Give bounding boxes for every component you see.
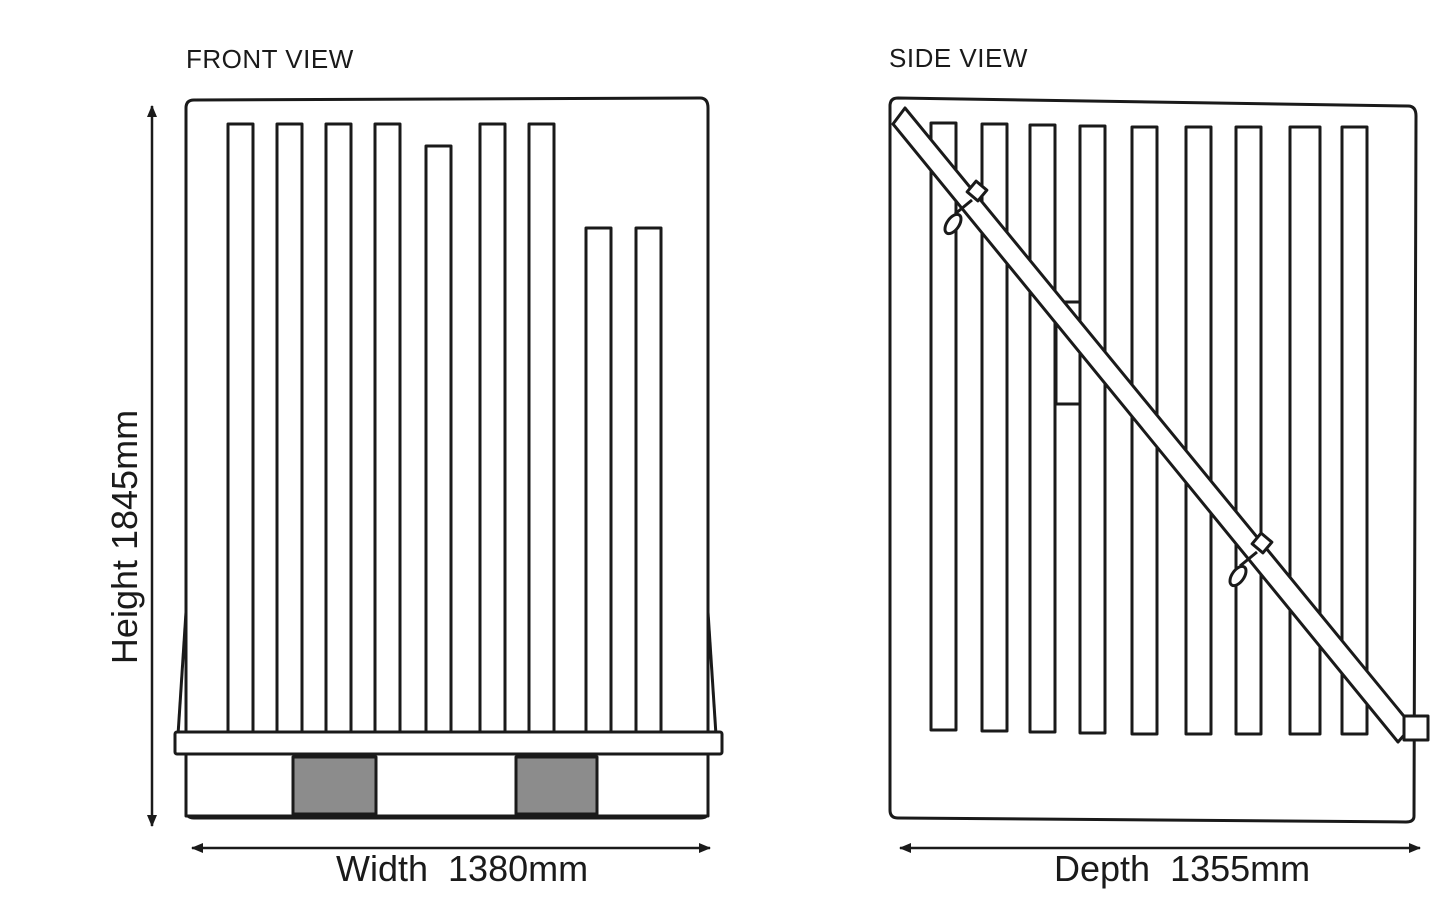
front-pallet-base	[184, 752, 710, 818]
depth-dimension-label: Depth 1355mm	[1054, 848, 1311, 889]
front-view-drawing	[147, 96, 724, 853]
front-slat	[478, 122, 507, 736]
front-slat	[324, 122, 353, 736]
front-slat	[373, 122, 402, 736]
width-dimension-label: Width 1380mm	[336, 848, 589, 889]
side-lower-clamp	[1228, 531, 1274, 588]
front-pallet-block	[291, 755, 378, 816]
front-slat	[226, 122, 255, 736]
side-upper-clamp	[943, 179, 989, 236]
side-slat	[1184, 125, 1213, 736]
side-view-title: SIDE VIEW	[889, 43, 1028, 73]
front-slat	[634, 226, 663, 736]
side-slat	[929, 121, 958, 732]
front-pallet-block	[514, 755, 599, 816]
front-right-strap	[706, 611, 718, 736]
side-slat	[1340, 125, 1369, 736]
side-slat	[1028, 123, 1057, 734]
side-slat	[1078, 124, 1107, 735]
height-dimension-label: Height 1845mm	[104, 409, 145, 665]
front-slat	[424, 144, 453, 736]
front-slat	[527, 122, 556, 736]
front-slats	[226, 122, 663, 736]
front-view-title: FRONT VIEW	[186, 44, 354, 74]
side-brace-foot	[1402, 714, 1430, 742]
front-pallet-deck	[173, 730, 724, 756]
side-slat	[1234, 125, 1263, 736]
front-left-strap	[176, 611, 188, 736]
side-view-drawing	[888, 96, 1430, 853]
front-slat	[275, 122, 304, 736]
front-slat	[584, 226, 613, 736]
